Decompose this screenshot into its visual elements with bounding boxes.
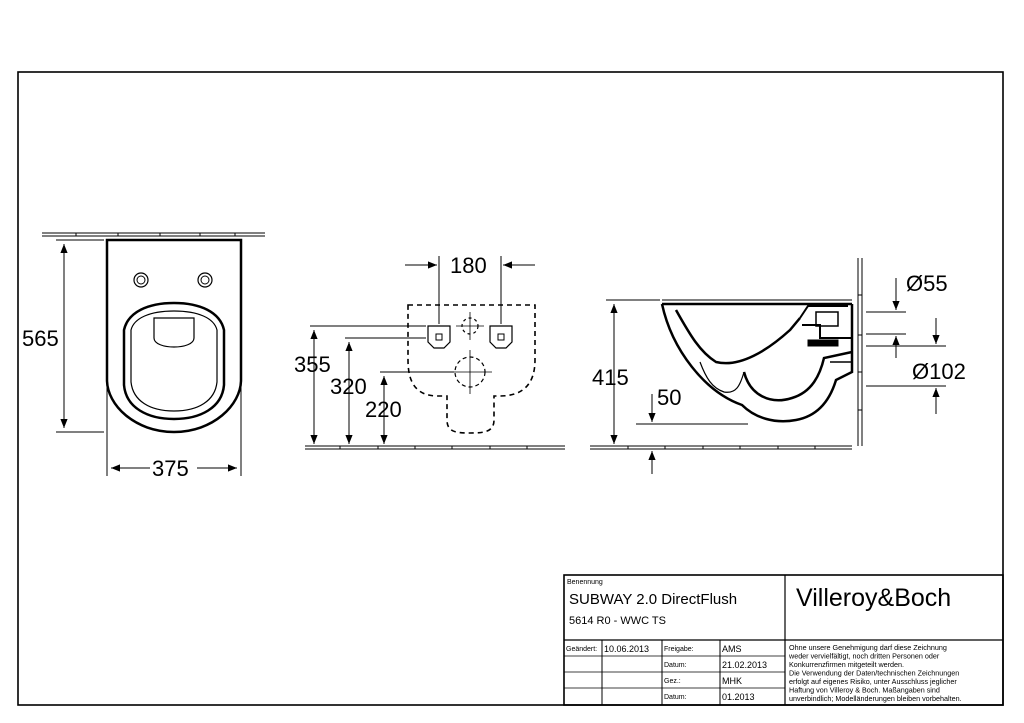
front-wall-line bbox=[42, 232, 265, 237]
dim-side-outlet-diameter bbox=[866, 278, 906, 358]
dim-180: 180 bbox=[450, 253, 487, 278]
tb-disclaimer-line: Konkurrenzfirmen mitgeteilt werden. bbox=[789, 660, 904, 669]
front-bowl-opening bbox=[122, 301, 226, 421]
tb-release-value: AMS bbox=[722, 644, 742, 654]
dim-side-inlet-diameter bbox=[866, 318, 946, 414]
front-flush-outlet bbox=[153, 317, 195, 348]
tb-checked-value: MHK bbox=[722, 676, 742, 686]
front-fixing-bolt-left bbox=[133, 272, 149, 288]
dim-50: 50 bbox=[657, 385, 681, 410]
rear-floor-line bbox=[305, 445, 565, 450]
tb-changed-label: Geändert: bbox=[566, 646, 597, 653]
side-trap bbox=[742, 350, 853, 402]
tb-product-code: 5614 R0 - WWC TS bbox=[569, 615, 666, 627]
dim-front-width bbox=[106, 382, 242, 476]
dim-565: 565 bbox=[22, 326, 59, 351]
tb-brand: Villeroy&Boch bbox=[796, 584, 951, 612]
title-block: Benennung SUBWAY 2.0 DirectFlush 5614 R0… bbox=[563, 574, 1004, 706]
dim-side-height bbox=[606, 299, 660, 444]
drawing-border bbox=[17, 71, 1004, 706]
tb-designation-label: Benennung bbox=[567, 579, 603, 586]
front-fixing-bolt-right bbox=[197, 272, 213, 288]
tb-release-label: Freigabe: bbox=[664, 646, 694, 653]
tb-date-label-2: Datum: bbox=[664, 694, 687, 701]
dim-d102: Ø102 bbox=[912, 359, 966, 384]
dim-320: 320 bbox=[330, 374, 367, 399]
dim-rear-hole-spacing bbox=[405, 256, 535, 324]
side-view: 415 50 Ø55 Ø102 bbox=[590, 258, 966, 474]
rear-outline-dashed bbox=[407, 304, 536, 434]
side-bowl-inner bbox=[674, 309, 801, 365]
tb-disclaimer-line: unverbindlich; Modelländerungen bleiben … bbox=[789, 694, 962, 703]
dim-375: 375 bbox=[152, 456, 189, 481]
tb-product-name: SUBWAY 2.0 DirectFlush bbox=[569, 591, 737, 608]
dim-355: 355 bbox=[294, 352, 331, 377]
front-view: 565 375 bbox=[22, 232, 265, 481]
tb-checked-label: Gez.: bbox=[664, 678, 681, 685]
tb-date-value-2: 01.2013 bbox=[722, 692, 755, 702]
side-bowl-outer bbox=[660, 303, 854, 423]
tb-disclaimer-line: erfolgt auf eigenes Risiko, unter Aussch… bbox=[789, 677, 957, 686]
dim-d55: Ø55 bbox=[906, 271, 948, 296]
dim-415: 415 bbox=[592, 365, 629, 390]
tb-disclaimer-line: Ohne unsere Genehmigung darf diese Zeich… bbox=[789, 643, 947, 652]
side-wall-line bbox=[857, 258, 863, 446]
dim-side-rim-offset bbox=[636, 394, 748, 474]
rear-fixing-hole-left bbox=[427, 325, 451, 349]
front-bowl-inner-rim bbox=[130, 310, 218, 412]
tb-disclaimer: Ohne unsere Genehmigung darf diese Zeich… bbox=[788, 643, 962, 703]
tb-date-value-1: 21.02.2013 bbox=[722, 660, 767, 670]
front-bowl-outline bbox=[105, 238, 243, 434]
tb-disclaimer-line: Haftung von Villeroy & Boch. Maßangaben … bbox=[789, 686, 940, 695]
rear-view: 180 355 320 220 bbox=[294, 253, 565, 450]
tb-disclaimer-line: Die Verwendung der Daten/technischen Zei… bbox=[789, 669, 959, 678]
dim-220: 220 bbox=[365, 397, 402, 422]
tb-date-label-1: Datum: bbox=[664, 662, 687, 669]
tb-disclaimer-line: weder vervielfältigt, noch dritten Perso… bbox=[788, 652, 940, 661]
tb-changed-date: 10.06.2013 bbox=[604, 644, 649, 654]
rear-fixing-hole-right bbox=[489, 325, 513, 349]
side-floor-line bbox=[590, 445, 852, 450]
dim-front-height bbox=[56, 239, 104, 433]
dim-rear-heights bbox=[310, 325, 454, 444]
